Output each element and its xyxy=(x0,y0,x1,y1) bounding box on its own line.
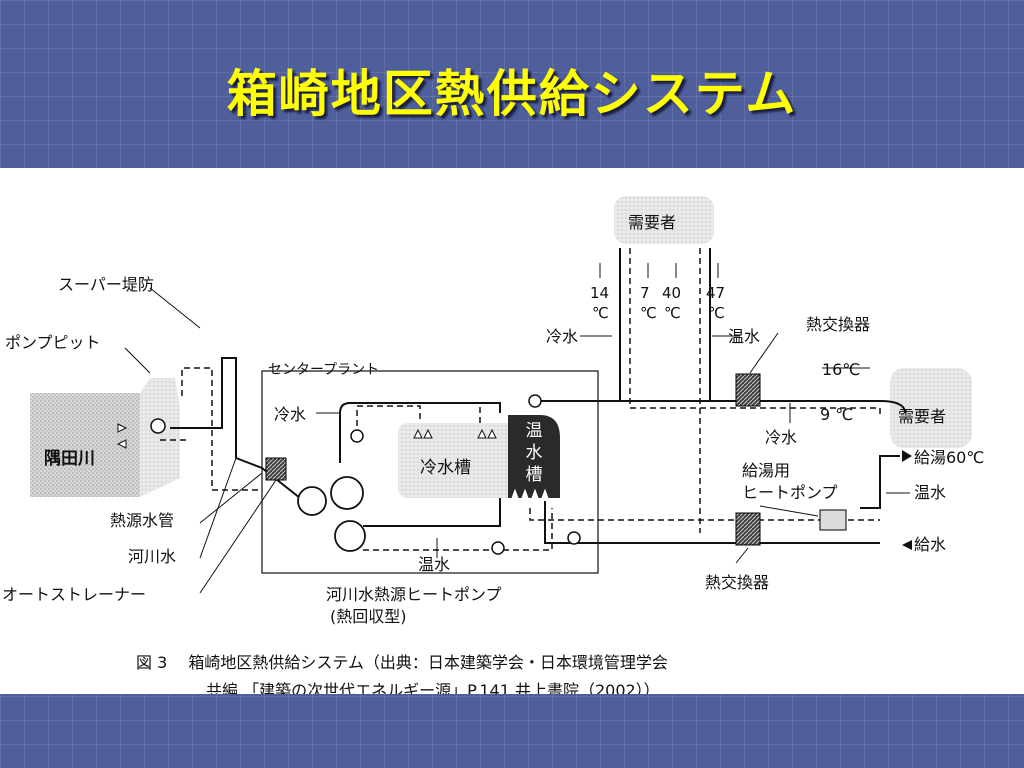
deg-4: ℃ xyxy=(708,304,725,322)
strainer xyxy=(265,457,287,481)
arrowheads xyxy=(902,450,912,550)
temp-ticks xyxy=(599,263,719,278)
center-plant-box xyxy=(261,370,599,574)
hot-tank-markers xyxy=(511,488,549,499)
hot-supply-label: 給湯60℃ xyxy=(914,448,984,467)
super-levee-label: スーパー堤防 xyxy=(58,275,154,294)
hot-tank xyxy=(508,415,560,498)
leader-lines xyxy=(124,287,910,594)
heat-exchanger-top xyxy=(735,373,761,407)
consumer-right-box xyxy=(890,368,972,448)
supply-heat-pump-label-2: ヒートポンプ xyxy=(742,483,838,502)
diagram-figure: スーパー堤防 ポンプピット 隅田川 熱源水管 河川水 オートストレーナー センタ… xyxy=(0,168,1024,694)
temp-14: 14 xyxy=(590,284,609,302)
deg-3: ℃ xyxy=(664,304,681,322)
chilled-tank xyxy=(398,423,516,498)
pump-pit-label: ポンプピット xyxy=(5,333,101,352)
dashed-pipes xyxy=(160,248,881,551)
heat-exchanger-bottom-label: 熱交換器 xyxy=(705,573,769,592)
supply-heat-pump-label-1: 給湯用 xyxy=(742,461,790,480)
chilled-water-mid-label: 冷水 xyxy=(765,428,797,447)
heat-pump-label-1: 河川水熱源ヒートポンプ xyxy=(326,585,502,604)
river-water-label: 河川水 xyxy=(128,547,176,566)
temp-7: 7 xyxy=(640,284,650,302)
hot-tank-label-1: 温 xyxy=(526,421,543,441)
chilled-water-left-label: 冷水 xyxy=(274,405,306,424)
feed-water-label: 給水 xyxy=(914,535,946,554)
hot-tank-label-2: 水 xyxy=(526,443,543,463)
heat-exchanger-top-label: 熱交換器 xyxy=(806,315,870,334)
temp-16-label: 16℃ xyxy=(822,360,860,379)
hot-water-right-label: 温水 xyxy=(914,483,946,502)
heat-pump-units xyxy=(297,476,366,552)
supply-heat-pump-unit xyxy=(819,509,847,531)
center-plant-label: センタープラント xyxy=(268,362,379,378)
consumer-top-box xyxy=(614,196,714,244)
pumps xyxy=(150,394,581,555)
hot-water-bottom-label: 温水 xyxy=(418,555,450,574)
heat-pump-label-2: (熱回収型) xyxy=(330,607,407,626)
hot-water-top-label: 温水 xyxy=(728,327,760,346)
temp-9-label: 9 ℃ xyxy=(820,405,853,424)
caption-line1: 図 3 箱崎地区熱供給システム（出典：日本建築学会・日本環境管理学会 xyxy=(136,653,668,672)
caption-line2: 共編 「建築の次世代エネルギー源」P.141 井上書院（2002）） xyxy=(206,681,660,694)
hot-tank-label-3: 槽 xyxy=(526,465,543,485)
heat-exchanger-bottom xyxy=(735,512,761,546)
consumer-right-label: 需要者 xyxy=(898,407,946,426)
heat-source-pipe-label: 熱源水管 xyxy=(110,511,174,530)
flow-markers xyxy=(116,423,497,449)
deg-1: ℃ xyxy=(592,304,609,322)
temp-40: 40 xyxy=(662,284,681,302)
diagram-svg: スーパー堤防 ポンプピット 隅田川 熱源水管 河川水 オートストレーナー センタ… xyxy=(2,196,984,694)
chilled-water-top-label: 冷水 xyxy=(546,327,578,346)
auto-strainer-label: オートストレーナー xyxy=(2,585,146,604)
deg-2: ℃ xyxy=(640,304,657,322)
consumer-top-label: 需要者 xyxy=(628,213,676,232)
levee-slope xyxy=(140,378,180,497)
chilled-tank-label: 冷水槽 xyxy=(420,458,471,478)
river-label: 隅田川 xyxy=(44,449,95,469)
temp-47: 47 xyxy=(706,284,725,302)
slide-title: 箱崎地区熱供給システム xyxy=(226,65,798,123)
